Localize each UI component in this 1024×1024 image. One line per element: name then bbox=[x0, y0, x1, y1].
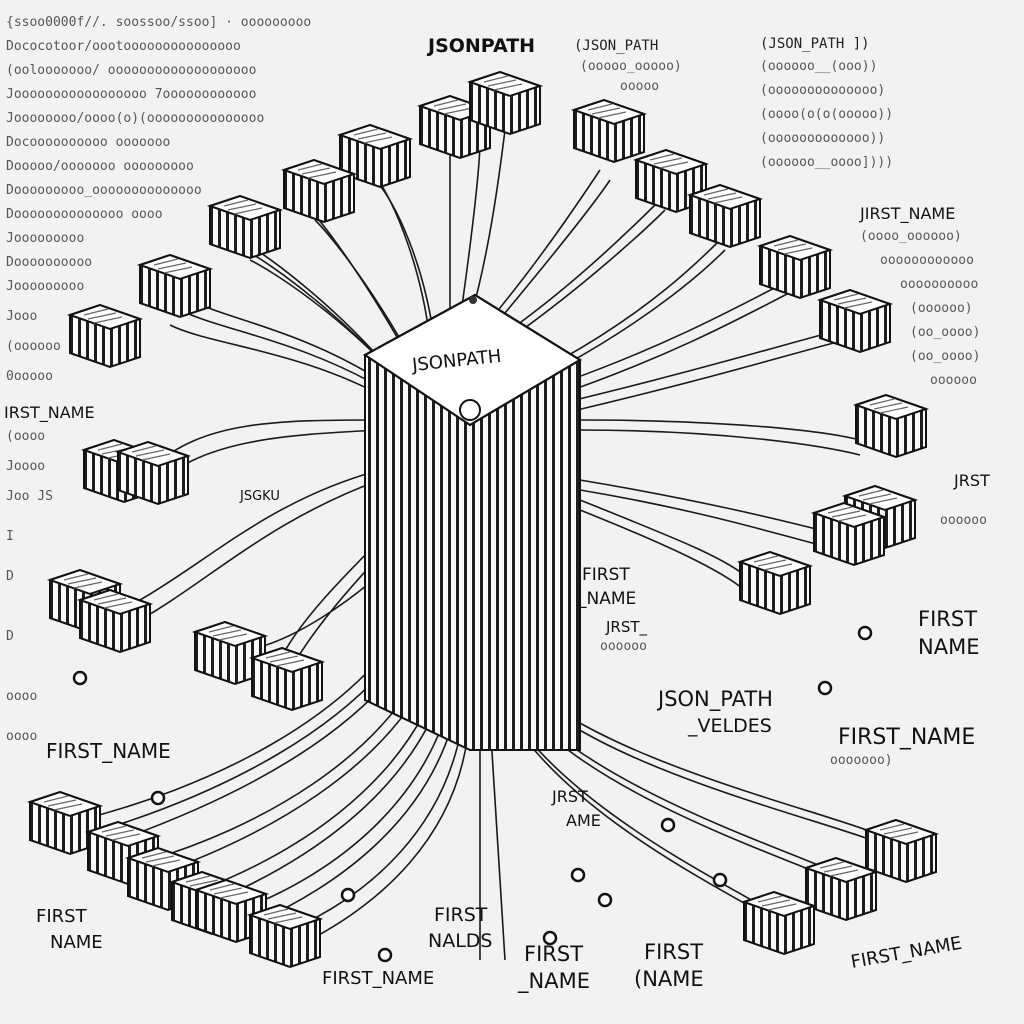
leaf-node-top-6 bbox=[573, 99, 645, 163]
svg-text:I: I bbox=[6, 529, 14, 544]
left-bottom-first-name: FIRST_NAME bbox=[46, 739, 171, 763]
top-paren-label: (JSON_PATH bbox=[574, 38, 658, 54]
svg-text:(ooooooooooooo)): (ooooooooooooo)) bbox=[760, 131, 885, 146]
right-first-1: FIRST bbox=[918, 607, 977, 631]
bottom-left-name: NAME bbox=[50, 932, 103, 953]
svg-text:ooooo: ooooo bbox=[620, 79, 659, 94]
svg-text:(oo_oooo): (oo_oooo) bbox=[910, 325, 980, 340]
svg-text:(ooooo_ooooo): (ooooo_ooooo) bbox=[580, 59, 682, 74]
right-name-1: NAME bbox=[918, 635, 979, 659]
svg-text:D: D bbox=[6, 569, 14, 584]
bottom-center-name: _NAME bbox=[517, 969, 590, 994]
svg-text:oooooo: oooooo bbox=[600, 639, 647, 654]
right-json-path: JSON_PATH bbox=[656, 687, 773, 712]
leaf-node-top-5 bbox=[209, 195, 281, 259]
svg-text:oooo: oooo bbox=[6, 689, 37, 704]
svg-text:Dococotoor/oootooooooooooooooo: Dococotoor/oootooooooooooooooo bbox=[6, 39, 241, 54]
leaf-node-left-2 bbox=[69, 304, 141, 368]
svg-text:D: D bbox=[6, 629, 14, 644]
leaf-node-right-8 bbox=[739, 551, 811, 615]
svg-text:oooooo: oooooo bbox=[940, 513, 987, 528]
svg-text:(oooooo__oooo]))): (oooooo__oooo]))) bbox=[760, 155, 893, 170]
top-right-paren-label: (JSON_PATH ]) bbox=[760, 36, 870, 52]
connector-pins bbox=[72, 625, 873, 963]
bottom-far-right-first-name: FIRST_NAME bbox=[849, 933, 963, 973]
leaf-node-right-7 bbox=[813, 502, 885, 566]
diagram-labels: JSONPATH (JSON_PATH (JSON_PATH ]) JIRST_… bbox=[4, 35, 990, 994]
svg-text:Jooooooooo: Jooooooooo bbox=[6, 231, 84, 246]
svg-text:(oooo(o(o(ooooo)): (oooo(o(o(ooooo)) bbox=[760, 107, 893, 122]
right-first-name-1: FIRST_NAME bbox=[838, 725, 975, 750]
right-veldes: _VELDES bbox=[687, 715, 772, 737]
svg-text:ooooooo): ooooooo) bbox=[830, 753, 893, 768]
svg-text:(oooooo: (oooooo bbox=[6, 339, 61, 354]
svg-text:Doooooooooooooo oooo: Doooooooooooooo oooo bbox=[6, 207, 163, 222]
bottom-nalds-label: NALDS bbox=[428, 930, 493, 952]
bottom-left-first: FIRST bbox=[36, 906, 88, 927]
svg-text:oooo: oooo bbox=[6, 729, 37, 744]
leaf-node-right-4 bbox=[819, 289, 891, 353]
svg-text:0ooooo: 0ooooo bbox=[6, 369, 53, 384]
center-name: _NAME bbox=[577, 589, 636, 609]
svg-text:Dooooo/ooooooo ooooooooo: Dooooo/ooooooo ooooooooo bbox=[6, 159, 194, 174]
center-first: FIRST bbox=[582, 565, 630, 585]
bottom-center-first: FIRST bbox=[524, 942, 583, 966]
leaf-node-left-6 bbox=[79, 589, 151, 653]
svg-text:Joo JS: Joo JS bbox=[6, 489, 53, 504]
leaf-node-right-3 bbox=[759, 235, 831, 299]
connector-wires bbox=[79, 129, 886, 961]
leaf-node-bottom-6 bbox=[249, 904, 321, 968]
svg-text:Jooooooooooooooooo 7oooooooooo: Jooooooooooooooooo 7oooooooooooo bbox=[6, 87, 256, 102]
svg-text:oooooooooo: oooooooooo bbox=[900, 277, 978, 292]
leaf-node-top-2 bbox=[469, 71, 541, 135]
bottom-right-first: FIRST bbox=[644, 940, 703, 964]
leaf-node-left-4 bbox=[117, 441, 189, 505]
bottom-first-label: FIRST bbox=[434, 904, 488, 926]
leaf-node-bottom-8 bbox=[865, 819, 937, 883]
svg-text:(oooooo): (oooooo) bbox=[910, 301, 973, 316]
svg-text:(oooo_oooooo): (oooo_oooooo) bbox=[860, 229, 962, 244]
leaf-node-top-4 bbox=[283, 159, 355, 223]
svg-text:(oooooooooooooo): (oooooooooooooo) bbox=[760, 83, 885, 98]
leaf-node-left-1 bbox=[139, 254, 211, 318]
svg-text:Joooo: Joooo bbox=[6, 459, 45, 474]
center-jrst-2: JRST bbox=[551, 787, 588, 806]
top-title: JSONPATH bbox=[426, 35, 535, 57]
leaf-node-bottom-9 bbox=[743, 891, 815, 955]
right-jrst: JRST bbox=[953, 471, 990, 490]
svg-text:Jooooooooo: Jooooooooo bbox=[6, 279, 84, 294]
left-jsgku: JSGKU bbox=[239, 489, 280, 504]
leaf-node-right-2 bbox=[689, 184, 761, 248]
svg-text:oooooo: oooooo bbox=[930, 373, 977, 388]
leaf-node-right-5 bbox=[855, 394, 927, 458]
svg-text:(oooooo__(ooo)): (oooooo__(ooo)) bbox=[760, 59, 877, 74]
center-jrst: JRST_ bbox=[605, 618, 648, 637]
svg-text:Dooooooooo_oooooooooooooo: Dooooooooo_oooooooooooooo bbox=[6, 183, 202, 198]
svg-text:Docoooooooooo ooooooo: Docoooooooooo ooooooo bbox=[6, 135, 170, 150]
bottom-first-name: FIRST_NAME bbox=[322, 968, 434, 989]
svg-text:{ssoo0000f//. soossoo/ssoo] ·: {ssoo0000f//. soossoo/ssoo] · ooooooooo bbox=[6, 15, 311, 30]
left-first-name: IRST_NAME bbox=[4, 403, 95, 423]
svg-text:(oooo: (oooo bbox=[6, 429, 45, 444]
center-ame: AME bbox=[566, 811, 601, 830]
background-code-scribbles: {ssoo0000f//. soossoo/ssoo] · ooooooooo … bbox=[6, 15, 987, 768]
bottom-right-name: (NAME bbox=[634, 967, 704, 991]
svg-text:Joooooooo/oooo(o)(oooooooooooo: Joooooooo/oooo(o)(ooooooooooooooo bbox=[6, 111, 264, 126]
svg-text:(oo_oooo): (oo_oooo) bbox=[910, 349, 980, 364]
svg-text:oooooooooooo: oooooooooooo bbox=[880, 253, 974, 268]
svg-text:Doooooooooo: Doooooooooo bbox=[6, 255, 92, 270]
right-top-first-name: JIRST_NAME bbox=[859, 204, 955, 224]
hub-node[interactable]: JSONPATH bbox=[362, 293, 583, 751]
svg-text:Jooo: Jooo bbox=[6, 309, 37, 324]
svg-text:(oolooooooo/ ooooooooooooooooo: (oolooooooo/ ooooooooooooooooooo bbox=[6, 63, 256, 78]
leaf-node-left-8 bbox=[251, 647, 323, 711]
